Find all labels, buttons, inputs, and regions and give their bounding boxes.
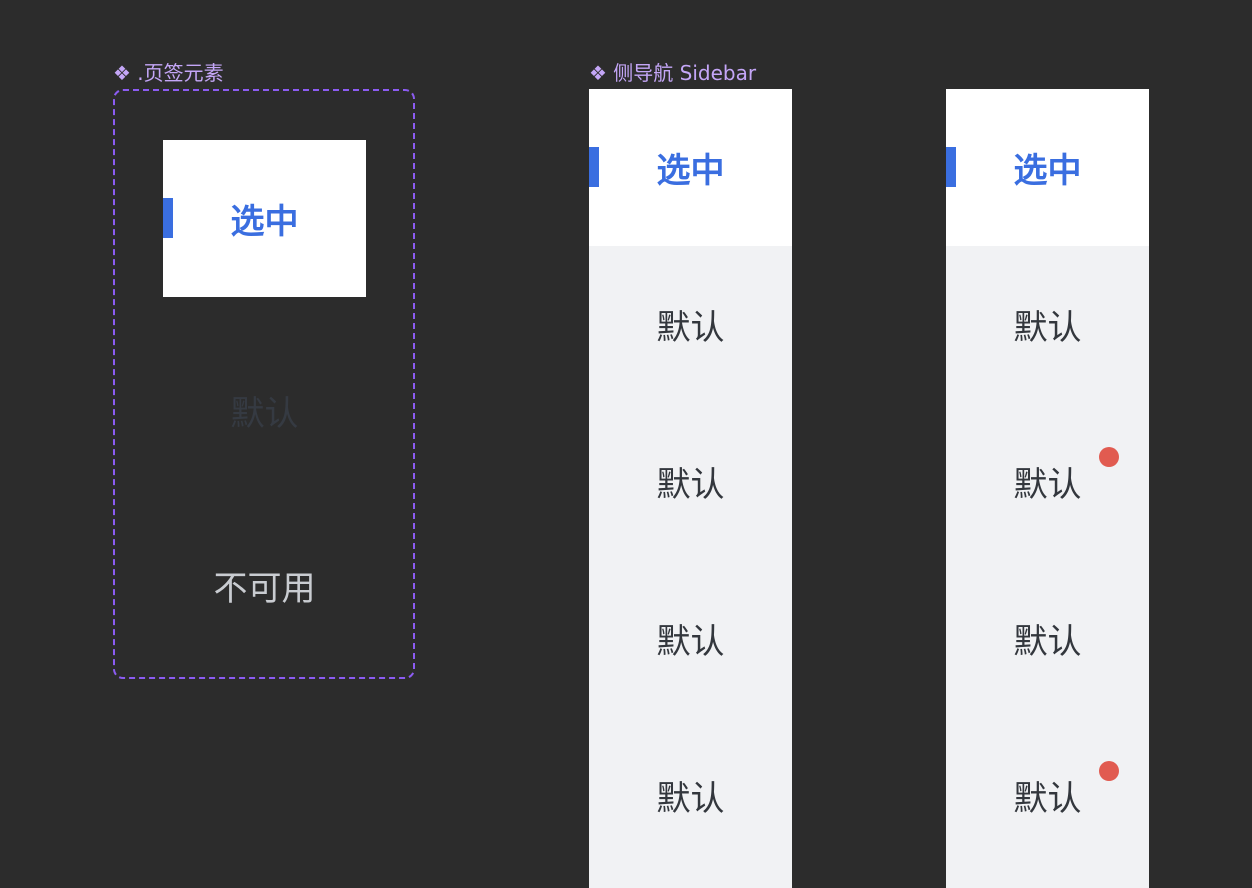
sidebar-item[interactable]: 默认 [946,246,1149,403]
sidebar-item-label: 默认 [656,308,725,348]
sidebar-item[interactable]: 选中 [946,89,1149,246]
sidebar-badged: 选中 默认 默认 默认 默认 [946,89,1149,888]
sidebar-item-label: 默认 [1013,622,1082,662]
notification-dot-icon [1098,447,1119,467]
tab-default[interactable]: 默认 [163,332,366,489]
sidebar-item[interactable]: 默认 [946,403,1149,560]
sidebar-item-label: 默认 [656,465,725,505]
sidebar-item-label: 默认 [1013,308,1082,348]
sidebar-item-label: 默认 [1013,465,1082,505]
sidebar-item[interactable]: 默认 [946,717,1149,874]
selected-indicator [589,147,599,187]
sidebar-frame-label[interactable]: ❖ 侧导航 Sidebar [589,61,757,85]
selected-indicator [946,147,956,187]
tab-element-frame-label[interactable]: ❖ .页签元素 [113,61,224,85]
sidebar-item[interactable]: 选中 [589,89,792,246]
sidebar-item-label: 选中 [656,151,725,191]
tab-label: 选中 [230,202,299,242]
sidebar-item[interactable]: 默认 [946,560,1149,717]
tab-disabled: 不可用 [163,507,366,664]
sidebar-item[interactable]: 默认 [589,560,792,717]
notification-dot-icon [1098,761,1119,781]
tab-label: 不可用 [213,569,316,609]
tab-selected[interactable]: 选中 [163,140,366,297]
sidebar-item-label: 默认 [1013,779,1082,819]
sidebar-item-label: 默认 [656,622,725,662]
sidebar-item-label: 默认 [656,779,725,819]
tab-label: 默认 [230,394,299,434]
sidebar-item[interactable]: 默认 [589,246,792,403]
sidebar-item[interactable]: 默认 [589,403,792,560]
tab-element-component-set: 选中 默认 不可用 [113,89,415,679]
sidebar-item-label: 选中 [1013,151,1082,191]
sidebar-item[interactable]: 默认 [589,717,792,874]
selected-indicator [163,198,173,238]
sidebar-plain: 选中 默认 默认 默认 默认 [589,89,792,888]
